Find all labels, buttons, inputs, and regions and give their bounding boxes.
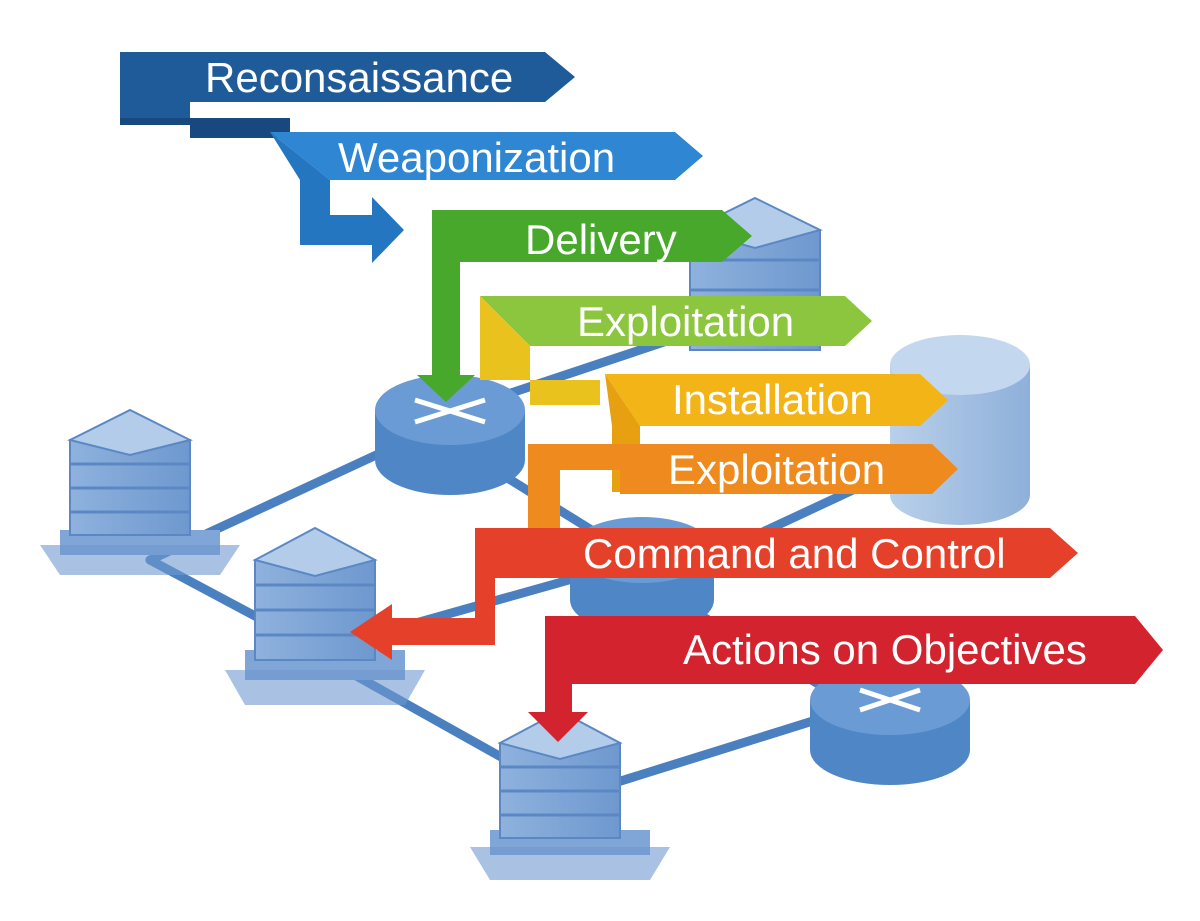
kill-chain-stages: Reconsaissance Weaponization Delivery Ex… xyxy=(120,52,1163,742)
stage-exploitation-2: Exploitation xyxy=(528,444,958,570)
stage-label: Weaponization xyxy=(338,134,615,181)
stage-weaponization: Weaponization xyxy=(270,132,703,263)
stage-ribbon xyxy=(270,132,703,180)
stage-ribbon xyxy=(605,374,948,426)
stage-actions-on-objectives: Actions on Objectives xyxy=(528,616,1163,742)
stage-label: Installation xyxy=(672,376,873,423)
stage-label: Exploitation xyxy=(668,446,885,493)
server-stack-icon xyxy=(470,709,670,880)
stage-command-and-control: Command and Control xyxy=(350,528,1078,660)
server-stack-icon xyxy=(225,526,425,705)
stage-ribbon xyxy=(528,616,1163,742)
stage-ribbon xyxy=(120,52,575,125)
stage-label: Reconsaissance xyxy=(205,54,513,101)
router-icon xyxy=(375,375,525,495)
database-icon xyxy=(890,335,1030,525)
stage-ribbon xyxy=(528,444,958,570)
stage-exploitation: Exploitation xyxy=(480,296,872,405)
stage-installation: Installation xyxy=(605,374,948,492)
stage-ribbon xyxy=(480,296,872,346)
server-stack-icon xyxy=(40,408,240,575)
stage-delivery: Delivery xyxy=(417,210,752,402)
stage-label: Actions on Objectives xyxy=(683,626,1087,673)
stage-reconsaissance: Reconsaissance xyxy=(120,52,575,138)
stage-label: Delivery xyxy=(525,216,677,263)
stage-connector xyxy=(120,118,290,138)
stage-ribbon xyxy=(417,210,752,402)
stage-connector xyxy=(270,132,404,263)
stage-ribbon xyxy=(350,528,1078,660)
stage-connector xyxy=(480,296,600,405)
stage-label: Exploitation xyxy=(577,298,794,345)
stage-label: Command and Control xyxy=(583,530,1006,577)
